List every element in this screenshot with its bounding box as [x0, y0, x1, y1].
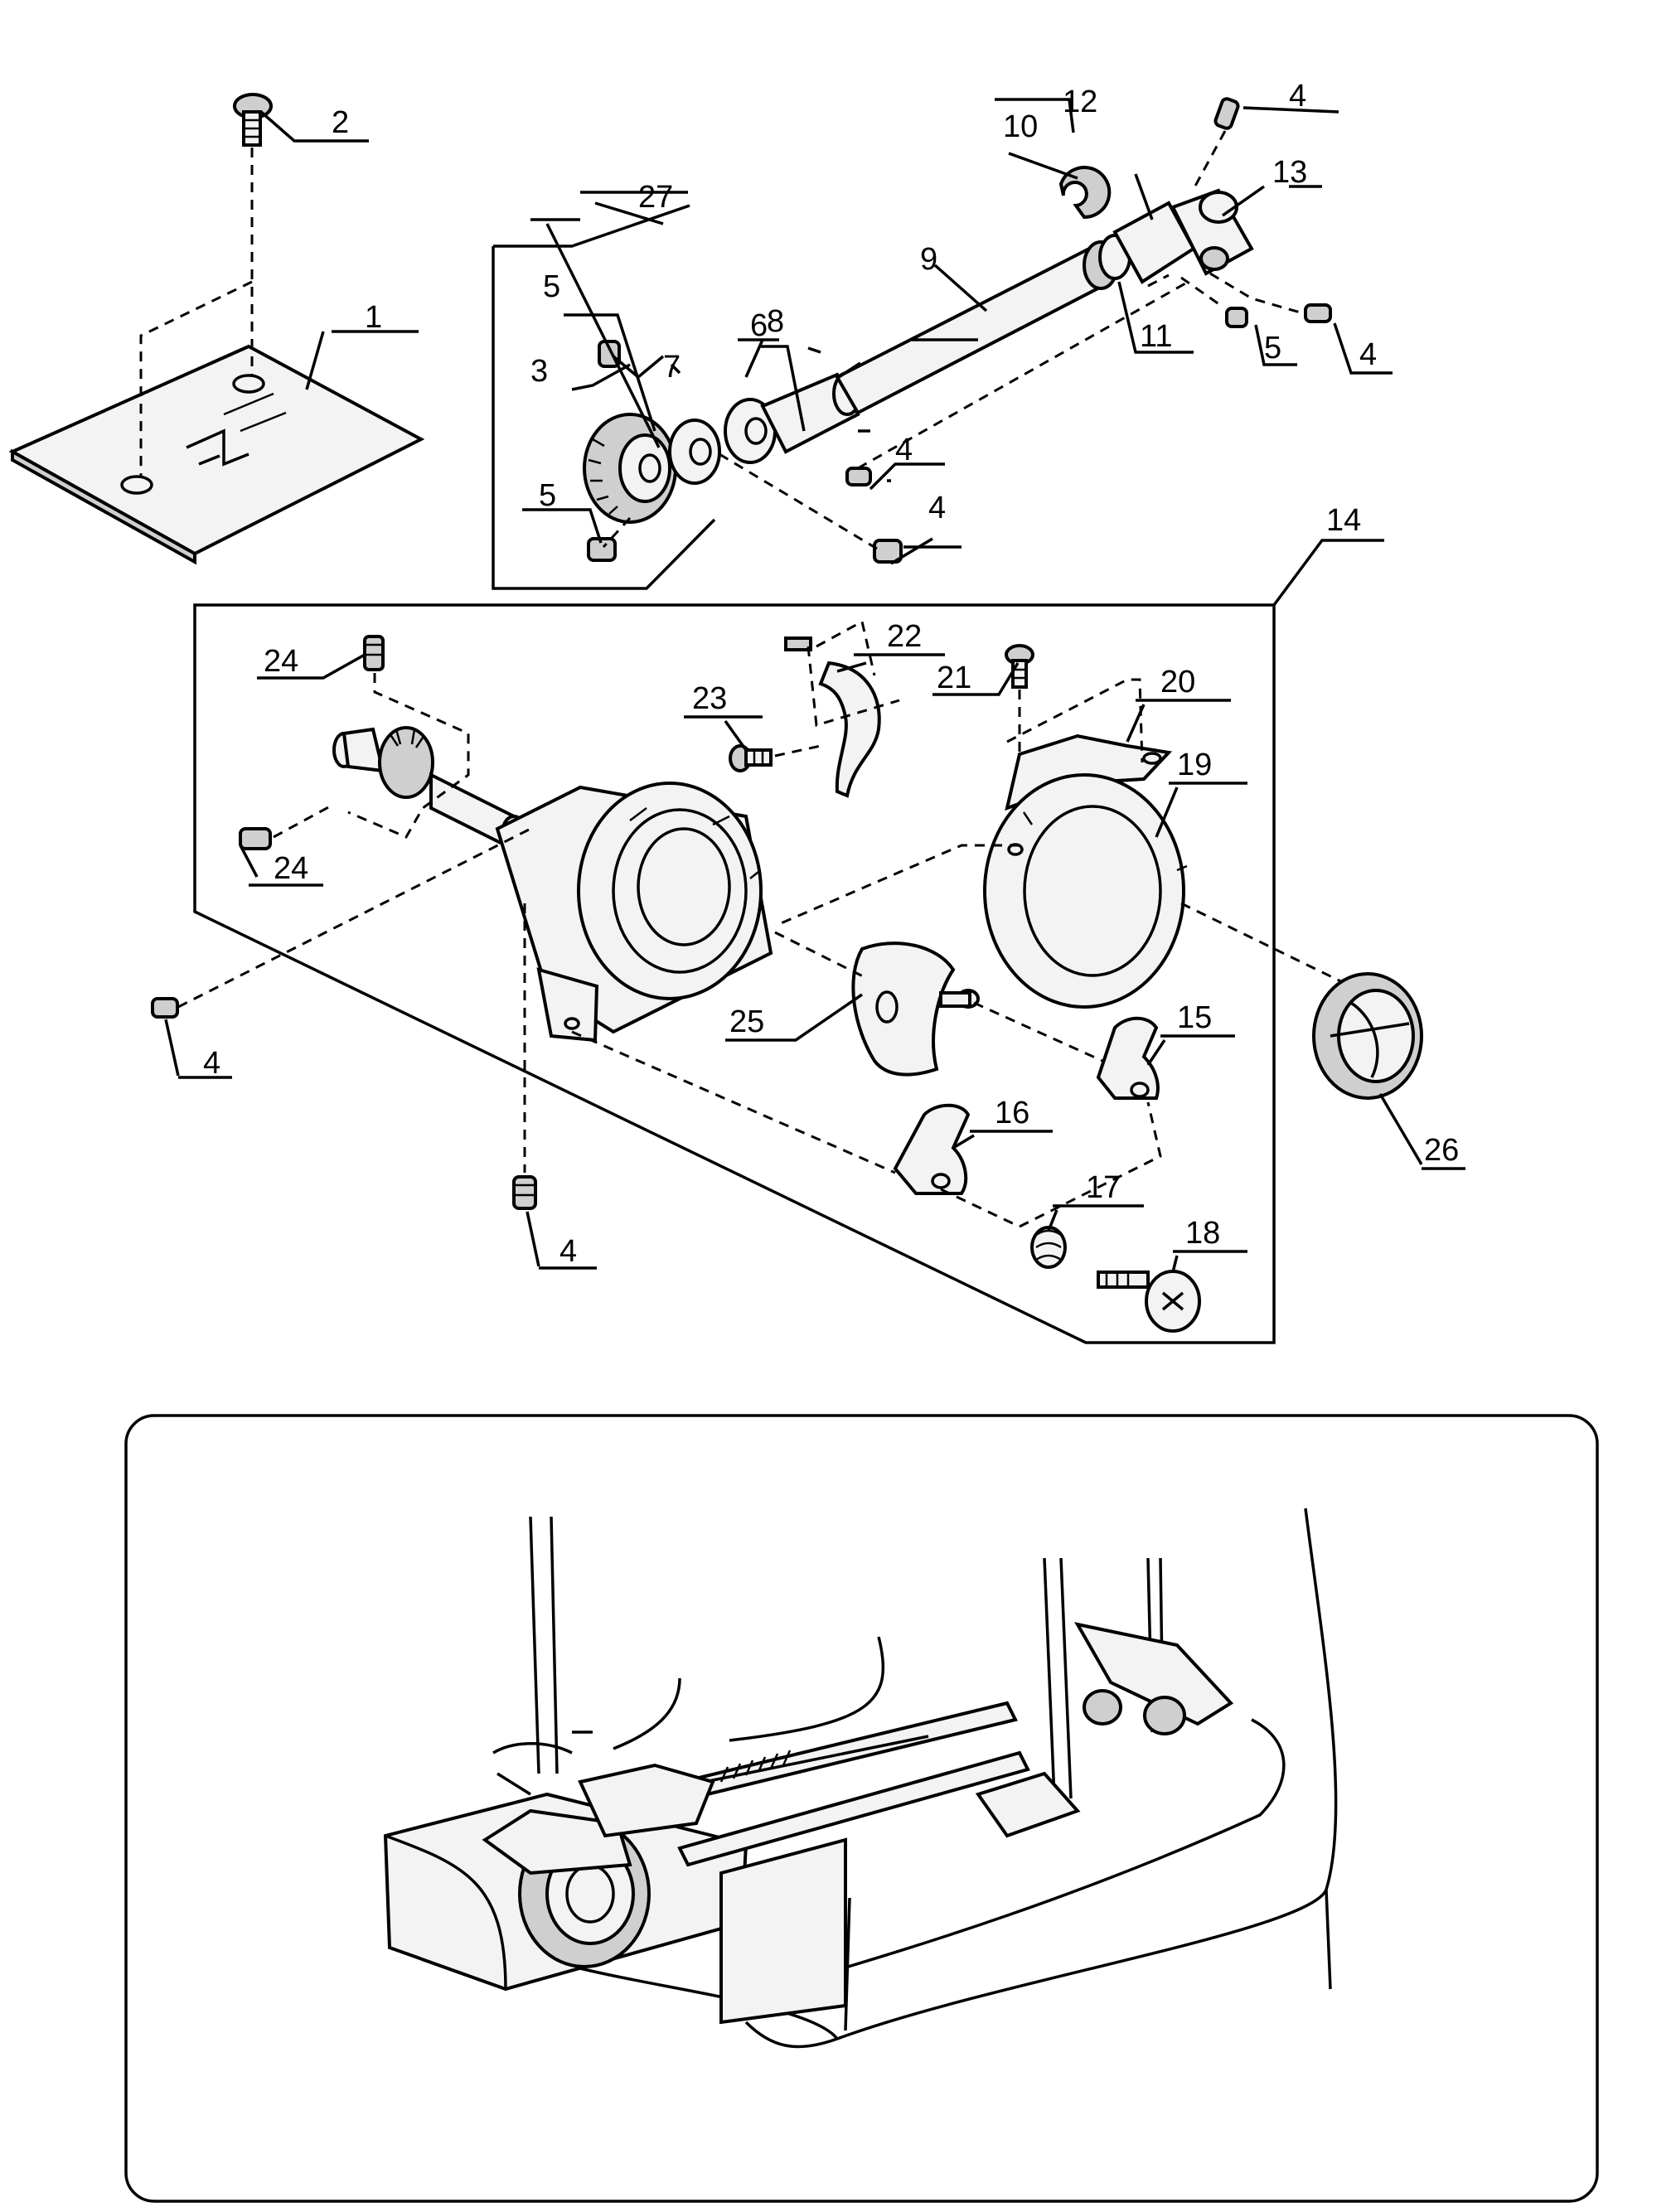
screw-23 [729, 744, 773, 772]
label-6: 6 [750, 308, 768, 343]
label-18: 18 [1185, 1216, 1220, 1251]
hook-ring-19 [983, 773, 1188, 1009]
bobbin-case-26 [1312, 972, 1423, 1100]
crank-block-13 [1170, 188, 1254, 276]
label-4e: 4 [203, 1046, 220, 1081]
label-8: 8 [767, 304, 784, 339]
lever-15 [1096, 1016, 1160, 1100]
label-22: 22 [887, 619, 922, 654]
screw-24b [239, 827, 272, 850]
gear-3 [583, 413, 677, 524]
label-24b: 24 [274, 851, 308, 886]
shaft-collar-7 [668, 419, 721, 485]
label-20: 20 [1160, 665, 1195, 699]
thread-guide-22 [784, 636, 881, 798]
label-19: 19 [1177, 748, 1212, 782]
label-4f: 4 [559, 1234, 577, 1269]
label-11: 11 [1140, 319, 1172, 354]
frame-27-bracket [492, 246, 716, 590]
label-9: 9 [920, 242, 937, 277]
label-14: 14 [1326, 503, 1361, 538]
set-screw-4c [845, 467, 872, 486]
label-12: 12 [1063, 85, 1097, 119]
label-23: 23 [692, 681, 727, 716]
label-4a: 4 [1289, 79, 1306, 114]
set-screw-5c [587, 537, 617, 562]
lever-16 [893, 1103, 971, 1195]
label-5a: 5 [1264, 331, 1281, 365]
label-3: 3 [530, 354, 548, 389]
label-17: 17 [1086, 1170, 1121, 1205]
label-4c: 4 [895, 433, 913, 467]
label-4d: 4 [928, 491, 946, 525]
label-2: 2 [332, 105, 349, 140]
label-27: 27 [638, 180, 673, 215]
shaft-9 [835, 244, 1113, 415]
machine-view-frame [124, 1414, 1599, 2203]
label-25: 25 [729, 1004, 764, 1039]
set-screw-4a [1213, 97, 1240, 130]
needle-plate-screw [233, 93, 273, 147]
screw-21 [1005, 644, 1034, 689]
set-screw-5a [1225, 307, 1248, 328]
label-5b: 5 [543, 269, 560, 304]
label-15: 15 [1177, 1000, 1212, 1035]
set-screw-4d [873, 539, 903, 564]
label-16: 16 [995, 1096, 1029, 1130]
label-26: 26 [1424, 1133, 1459, 1168]
label-7: 7 [663, 350, 681, 385]
set-screw-4e [151, 997, 179, 1019]
hook-race-body [495, 782, 773, 1043]
screw-18 [1097, 1270, 1201, 1333]
label-21: 21 [937, 661, 971, 695]
label-4b: 4 [1359, 337, 1377, 372]
machine-bed-illustration [383, 1508, 1338, 2049]
set-screw-4f [512, 1175, 537, 1210]
label-10: 10 [1003, 109, 1038, 144]
needle-plate [8, 344, 425, 565]
label-24a: 24 [264, 644, 298, 679]
screw-24a [363, 635, 385, 671]
label-5c: 5 [539, 478, 556, 513]
rotary-hook-25 [851, 941, 980, 1077]
part-labels: 1 2 3 4 4 4 4 4 4 5 5 5 6 7 8 9 10 11 12… [203, 79, 1459, 1269]
label-1: 1 [365, 300, 382, 335]
leader-lines [164, 98, 1465, 1273]
spring-17 [1030, 1226, 1067, 1269]
retaining-clip-10 [1058, 166, 1112, 220]
set-screw-4b [1304, 303, 1332, 323]
label-13: 13 [1272, 155, 1307, 190]
frame-14-box [193, 603, 1276, 1344]
